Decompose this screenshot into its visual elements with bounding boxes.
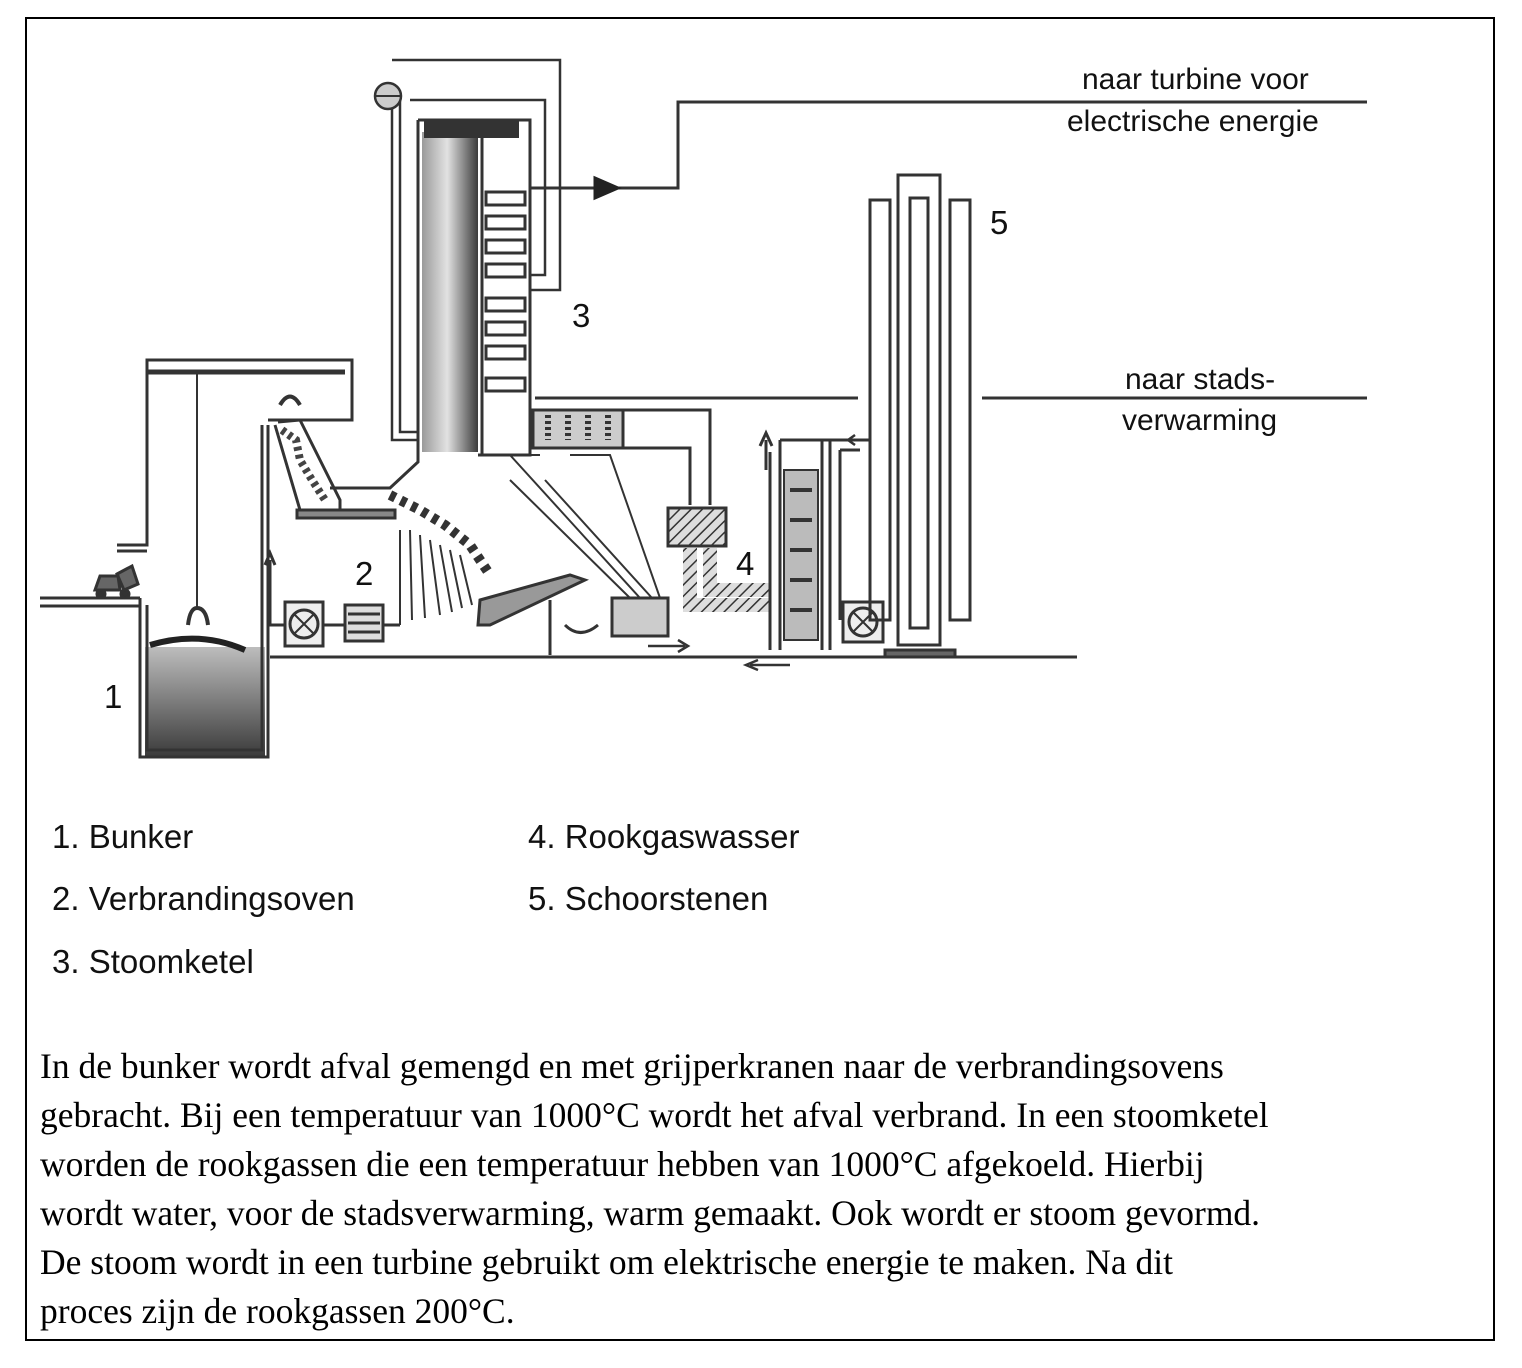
legend-item-schoorstenen: 5. Schoorstenen — [528, 880, 769, 917]
waste-truck — [92, 563, 140, 592]
boiler — [330, 58, 1367, 490]
legend-item-bunker: 1. Bunker — [52, 818, 194, 855]
description-line: De stoom wordt in een turbine gebruikt o… — [40, 1242, 1174, 1282]
number-4: 4 — [736, 545, 754, 582]
callout-turbine-line2: electrische energie — [1067, 105, 1319, 138]
callout-stadsverwarming-line1: naar stads- — [1125, 363, 1275, 396]
description-paragraph: In de bunker wordt afval gemengd en met … — [40, 1042, 1490, 1336]
description-line: proces zijn de rookgassen 200°C. — [40, 1291, 515, 1331]
chimneys — [868, 173, 972, 659]
description-line: worden de rookgassen die een temperatuur… — [40, 1144, 1205, 1184]
air-fan — [263, 549, 400, 648]
number-1: 1 — [104, 678, 122, 715]
legend-item-rookgaswasser: 4. Rookgaswasser — [528, 818, 800, 855]
number-5: 5 — [990, 204, 1008, 241]
description-line: gebracht. Bij een temperatuur van 1000°C… — [40, 1095, 1269, 1135]
legend-item-verbrandingsoven: 2. Verbrandingsoven — [52, 880, 355, 917]
description-line: In de bunker wordt afval gemengd en met … — [40, 1046, 1224, 1086]
furnace — [387, 454, 691, 655]
number-2: 2 — [355, 555, 373, 592]
feed-chute — [273, 394, 397, 520]
figure-frame — [25, 17, 1495, 1341]
legend-item-stoomketel: 3. Stoomketel — [52, 943, 254, 980]
flue-gas-scrubber — [742, 429, 885, 672]
flue-gas-duct — [531, 408, 770, 612]
description-line: wordt water, voor de stadsverwarming, wa… — [40, 1193, 1261, 1233]
callout-stadsverwarming-line2: verwarming — [1122, 404, 1277, 437]
bunker — [92, 358, 354, 759]
callout-turbine-line1: naar turbine voor — [1082, 63, 1309, 96]
number-3: 3 — [572, 297, 590, 334]
